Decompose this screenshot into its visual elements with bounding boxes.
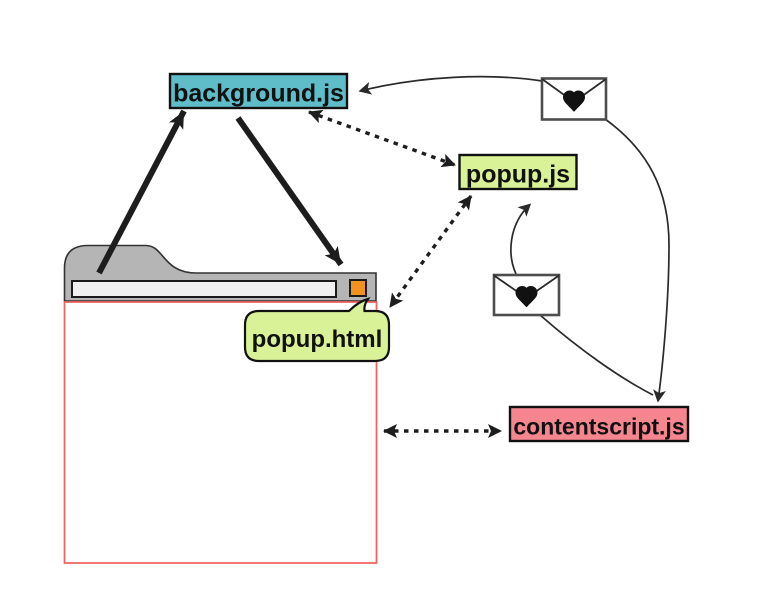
svg-text:contentscript.js: contentscript.js [513,414,684,440]
svg-text:background.js: background.js [173,80,344,108]
svg-text:popup.js: popup.js [466,161,570,189]
svg-text:popup.html: popup.html [252,326,383,353]
